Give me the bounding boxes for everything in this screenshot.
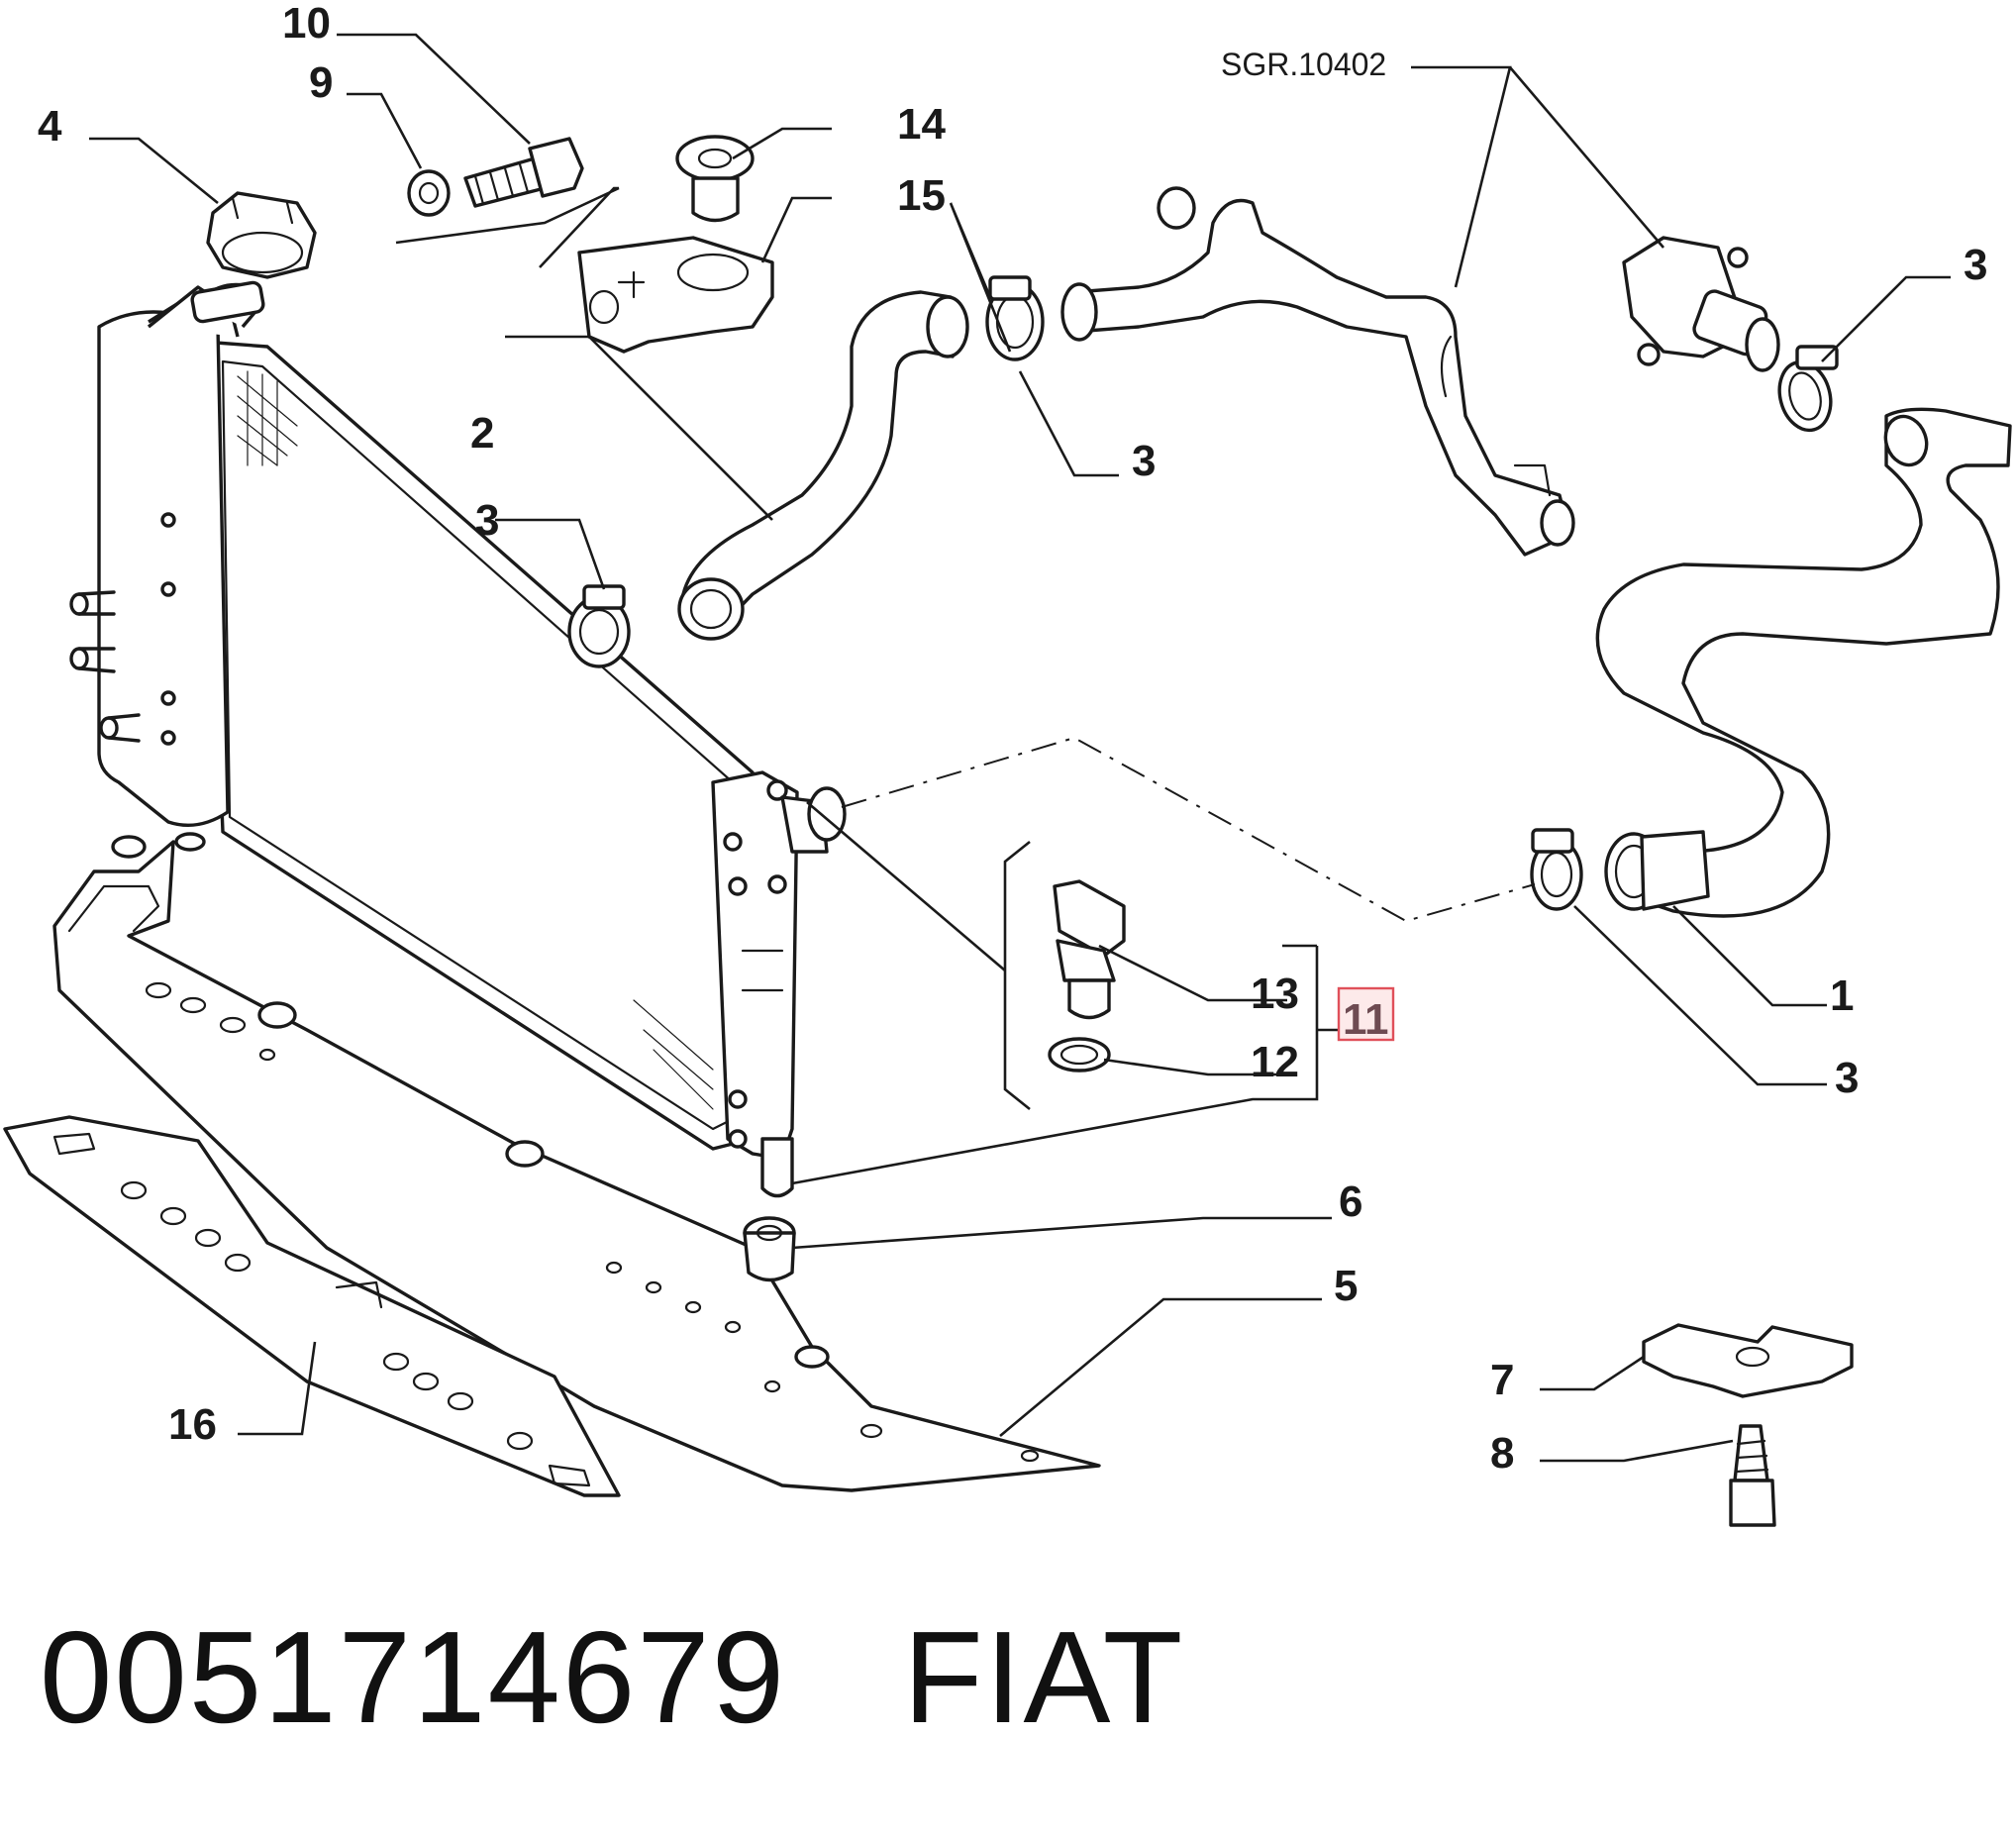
part-number: 0051714679: [40, 1604, 787, 1750]
callout-numbers: 1 2 3 3 3 3 4 5 6 7 8 9 10 12 13 14 15 1…: [38, 0, 1987, 1478]
callout-4: 4: [38, 102, 62, 151]
retaining-bracket: [1642, 1323, 1854, 1398]
group-reference-label: SGR.10402: [1221, 47, 1386, 82]
hose-clamp: [1530, 828, 1583, 911]
callout-1: 1: [1830, 971, 1854, 1020]
self-tapping-screw: [1729, 1424, 1776, 1527]
dash-dot-path: [841, 736, 1536, 923]
upper-hose: [677, 290, 969, 641]
bolt: [463, 137, 584, 208]
thermostat-housing: [1622, 236, 1780, 372]
callout-14: 14: [897, 100, 946, 149]
callout-3: 3: [1964, 241, 1987, 289]
bleed-screw: [1053, 879, 1126, 1020]
callout-16: 16: [168, 1400, 217, 1449]
callout-15: 15: [897, 171, 946, 220]
part-number-footer: 0051714679 FIAT: [40, 1602, 1301, 1752]
mounting-bracket: [577, 236, 774, 354]
callout-10: 10: [282, 0, 331, 48]
brand-name: FIAT: [903, 1604, 1185, 1750]
callout-12: 12: [1251, 1038, 1299, 1086]
hose-clamp: [567, 584, 631, 668]
radiator: [69, 280, 847, 1198]
hose-clamp: [1777, 345, 1839, 433]
callout-11: 11: [1343, 995, 1389, 1044]
highlighted-callout-11: 11: [1337, 986, 1395, 1044]
rubber-grommet: [675, 135, 755, 223]
callout-3: 3: [475, 496, 499, 545]
callout-9: 9: [309, 58, 333, 107]
callout-2: 2: [470, 409, 494, 458]
washer: [407, 169, 451, 217]
hose-clamp: [985, 275, 1045, 361]
callout-13: 13: [1251, 970, 1299, 1018]
expansion-cap: [206, 191, 317, 279]
leader-lines: [89, 33, 1951, 1463]
o-ring: [1048, 1037, 1111, 1073]
callout-6: 6: [1339, 1177, 1362, 1226]
lower-hose: [1595, 407, 2012, 918]
drain-plug: [743, 1216, 796, 1282]
lower-deflector-panel: [3, 1115, 621, 1497]
callout-3: 3: [1835, 1054, 1859, 1102]
callout-3: 3: [1132, 437, 1156, 485]
callout-7: 7: [1490, 1356, 1514, 1404]
coolant-pipe-assembly: [1060, 186, 1575, 557]
callout-8: 8: [1490, 1429, 1514, 1478]
callout-5: 5: [1334, 1262, 1358, 1310]
